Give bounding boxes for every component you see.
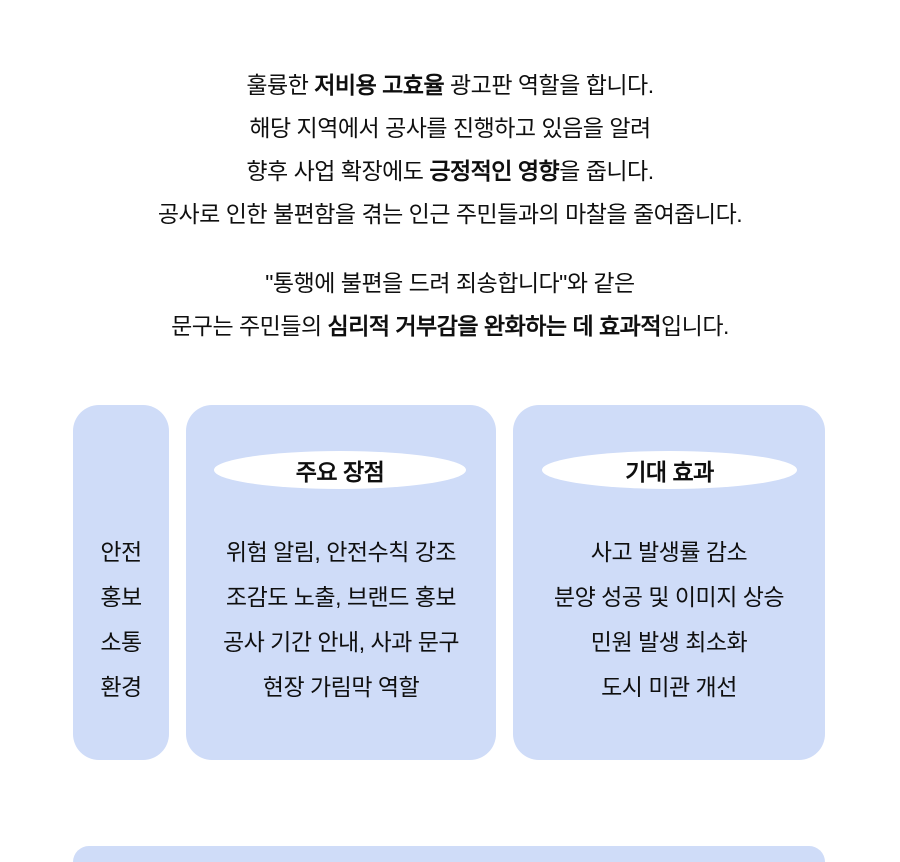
advantages-item-1: 위험 알림, 안전수칙 강조 (225, 539, 457, 565)
effects-item-1: 사고 발생률 감소 (590, 539, 748, 565)
next-section-edge (73, 846, 825, 862)
advantages-item-3: 공사 기간 안내, 사과 문구 (222, 629, 460, 655)
intro-line-2-text: 해당 지역에서 공사를 진행하고 있음을 알려 (249, 115, 651, 141)
advantages-item-4: 현장 가림막 역할 (262, 674, 420, 700)
intro-line-1-bold: 저비용 고효율 (314, 72, 445, 98)
intro-line-2: 해당 지역에서 공사를 진행하고 있음을 알려 (0, 107, 900, 150)
category-panel: 안전 홍보 소통 환경 (73, 405, 169, 760)
intro-line-4: 공사로 인한 불편함을 겪는 인근 주민들과의 마찰을 줄여줍니다. (0, 193, 900, 236)
effects-item-2: 분양 성공 및 이미지 상승 (553, 584, 785, 610)
intro-paragraph-quote: "통행에 불편을 드려 죄송합니다"와 같은 문구는 주민들의 심리적 거부감을… (0, 262, 900, 348)
intro-line-4-text: 공사로 인한 불편함을 겪는 인근 주민들과의 마찰을 줄여줍니다. (157, 201, 743, 227)
effects-item-4: 도시 미관 개선 (601, 674, 737, 700)
intro-line-3-pre: 향후 사업 확장에도 (246, 158, 430, 184)
intro-paragraph-benefits: 훌륭한 저비용 고효율 광고판 역할을 합니다. 해당 지역에서 공사를 진행하… (0, 64, 900, 236)
advantages-list: 위험 알림, 안전수칙 강조 조감도 노출, 브랜드 홍보 공사 기간 안내, … (186, 530, 496, 710)
intro-line-3-bold: 긍정적인 영향 (429, 158, 560, 184)
intro-line-5-text: "통행에 불편을 드려 죄송합니다"와 같은 (265, 270, 635, 296)
intro-line-1-post: 광고판 역할을 합니다. (444, 72, 654, 98)
category-list: 안전 홍보 소통 환경 (73, 530, 169, 710)
category-item-communication: 소통 (100, 629, 142, 655)
effects-title: 기대 효과 (625, 459, 714, 485)
intro-line-6-pre: 문구는 주민들의 (171, 313, 328, 339)
effects-panel: 기대 효과 사고 발생률 감소 분양 성공 및 이미지 상승 민원 발생 최소화… (513, 405, 825, 760)
intro-line-1: 훌륭한 저비용 고효율 광고판 역할을 합니다. (0, 64, 900, 107)
advantages-header-oval: 주요 장점 (214, 451, 466, 489)
category-item-environment: 환경 (100, 674, 142, 700)
intro-line-5: "통행에 불편을 드려 죄송합니다"와 같은 (0, 262, 900, 305)
intro-line-6-post: 입니다. (661, 313, 729, 339)
advantages-item-2: 조감도 노출, 브랜드 홍보 (225, 584, 457, 610)
intro-line-6-bold: 심리적 거부감을 완화하는 데 효과적 (327, 313, 662, 339)
effects-item-3: 민원 발생 최소화 (590, 629, 748, 655)
effects-list: 사고 발생률 감소 분양 성공 및 이미지 상승 민원 발생 최소화 도시 미관… (513, 530, 825, 710)
effects-header-oval: 기대 효과 (542, 451, 797, 489)
intro-line-3-post: 을 줍니다. (559, 158, 654, 184)
intro-line-6: 문구는 주민들의 심리적 거부감을 완화하는 데 효과적입니다. (0, 305, 900, 348)
category-item-safety: 안전 (100, 539, 142, 565)
advantages-title: 주요 장점 (295, 459, 385, 485)
category-item-promotion: 홍보 (100, 584, 142, 610)
advantages-panel: 주요 장점 위험 알림, 안전수칙 강조 조감도 노출, 브랜드 홍보 공사 기… (186, 405, 496, 760)
intro-line-1-pre: 훌륭한 (246, 72, 315, 98)
intro-line-3: 향후 사업 확장에도 긍정적인 영향을 줍니다. (0, 150, 900, 193)
